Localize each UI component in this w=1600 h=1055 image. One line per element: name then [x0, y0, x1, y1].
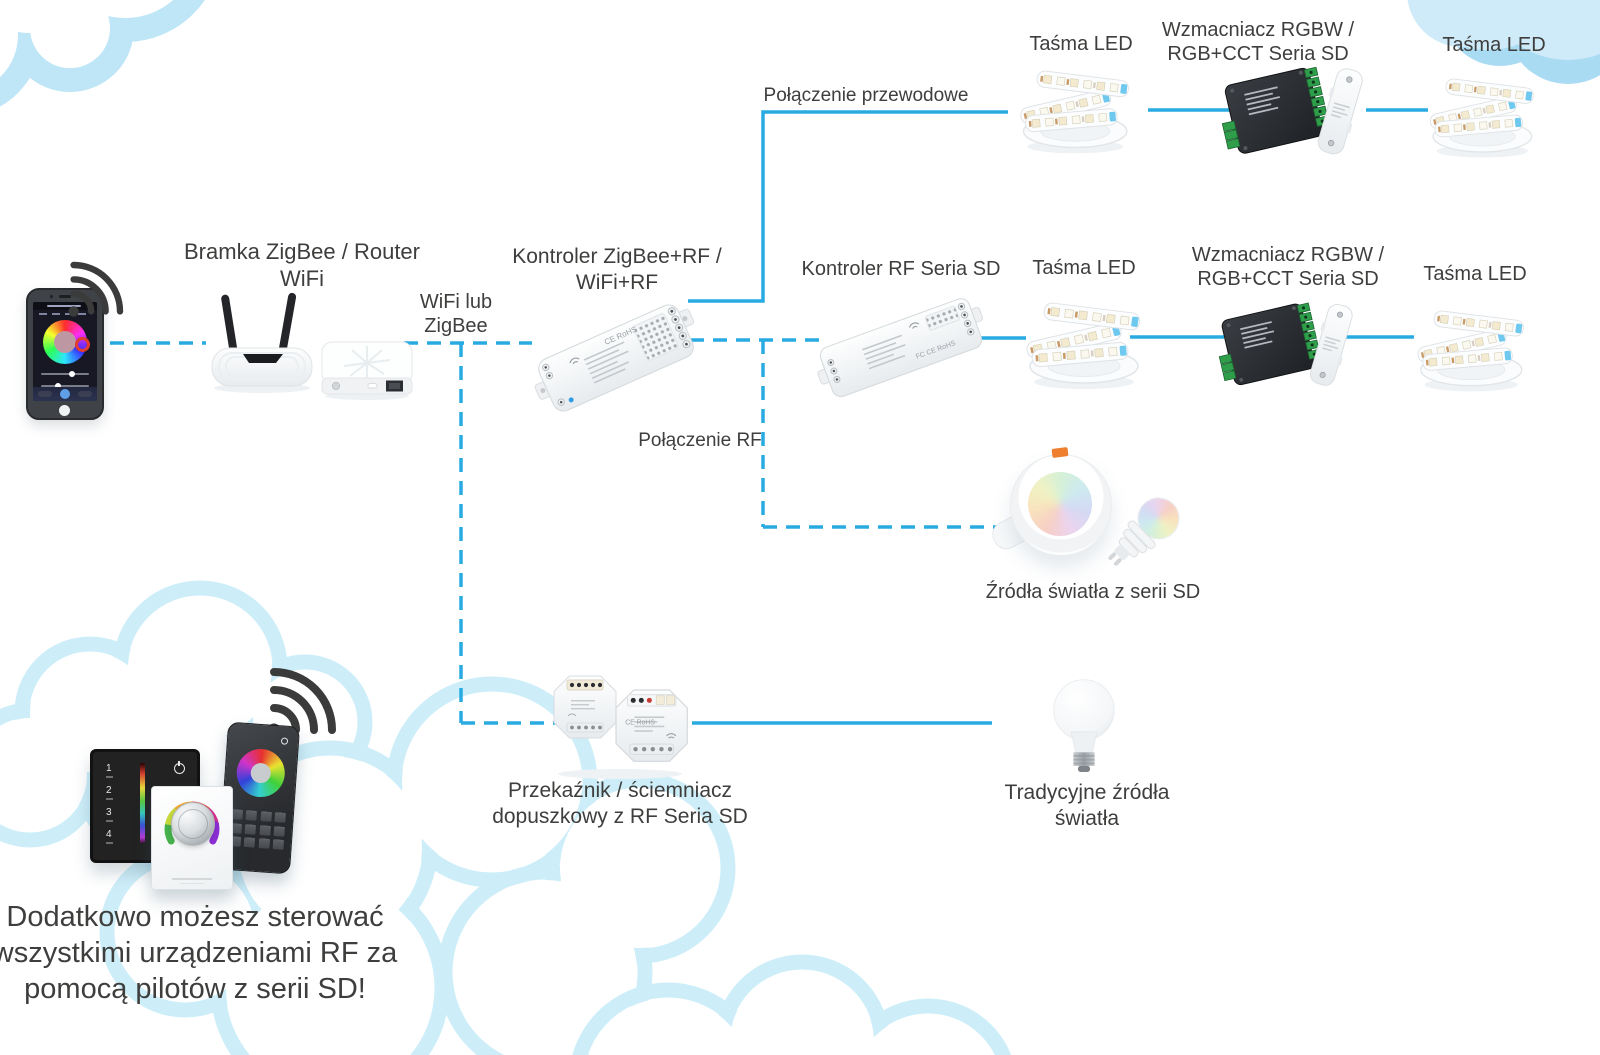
- phone-image: [26, 288, 104, 420]
- touch-panel-zone-1: 1: [106, 764, 113, 778]
- ce-marking-relay: CE RoHS: [625, 720, 655, 727]
- led-strip-image-2: [1420, 78, 1552, 162]
- rotary-panel-image: [151, 786, 233, 890]
- rf-controller-label: Kontroler RF Seria SD: [801, 258, 1001, 280]
- amplifier-label-2: Wzmacniacz RGBW /RGB+CCT Seria SD: [1191, 244, 1385, 290]
- led-strip-image-1: [1010, 70, 1148, 158]
- zigbee-gateway-image: [321, 341, 413, 400]
- amplifier-image-2: [1211, 300, 1358, 389]
- wired-connection-label: Połączenie przewodowe: [763, 85, 969, 106]
- touch-panel-zone-2: 2: [106, 786, 113, 800]
- remote-power-button: [277, 734, 291, 748]
- amplifier-image-1: [1213, 64, 1368, 158]
- controller-label: Kontroler ZigBee+RF /WiFi+RF: [512, 245, 722, 294]
- touch-panel-zone-3: 3: [106, 808, 113, 822]
- led-strip-image-4: [1408, 310, 1542, 396]
- led-strip-label-1: Taśma LED: [1029, 33, 1133, 55]
- led-strip-image-3: [1018, 302, 1158, 394]
- router-front-slot: [243, 354, 283, 363]
- power-icon: [174, 761, 185, 774]
- led-strip-label-2: Taśma LED: [1442, 34, 1546, 56]
- amplifier-label-1: Wzmacniacz RGBW /RGB+CCT Seria SD: [1161, 19, 1355, 65]
- downlight-rgb-face: [1028, 472, 1092, 536]
- touch-panel-zone-4: 4: [106, 830, 113, 844]
- gateway-logo: [332, 382, 340, 390]
- remote-color-wheel-icon: [235, 747, 287, 799]
- rf-connection-label: Połączenie RF: [638, 430, 762, 451]
- remote-keypad: [229, 809, 287, 850]
- rf-controller-image: FC CE RoHS: [817, 298, 984, 398]
- phone-camera: [50, 295, 53, 298]
- phone-home-button: [59, 405, 70, 416]
- router-image: [211, 292, 313, 393]
- led-strip-label-4: Taśma LED: [1423, 263, 1527, 285]
- rainbow-slider-icon: [140, 763, 145, 843]
- sd-light-sources-image: [987, 447, 1195, 578]
- downlight-clip: [1051, 447, 1069, 458]
- phone-screen: [33, 302, 97, 401]
- phone-speaker: [59, 295, 71, 298]
- color-selector-icon: [75, 337, 90, 352]
- wired-connection-line: [688, 110, 1008, 303]
- wifi-signal-icon: [64, 240, 144, 322]
- led-strip-label-3: Taśma LED: [1032, 257, 1136, 279]
- light-bulb-image: [1053, 679, 1115, 772]
- footnote-text: Dodatkowo możesz sterować wszystkimi urz…: [0, 901, 398, 1005]
- relay-dimmer-image: CE RoHS: [553, 675, 688, 779]
- sd-lights-label: Źródła światła z serii SD: [985, 581, 1201, 603]
- rotary-knob: [171, 802, 215, 846]
- zigbee-rf-controller-image: CE RoHS: [534, 304, 695, 412]
- gateway-button: [367, 383, 378, 389]
- status-led: [568, 397, 574, 403]
